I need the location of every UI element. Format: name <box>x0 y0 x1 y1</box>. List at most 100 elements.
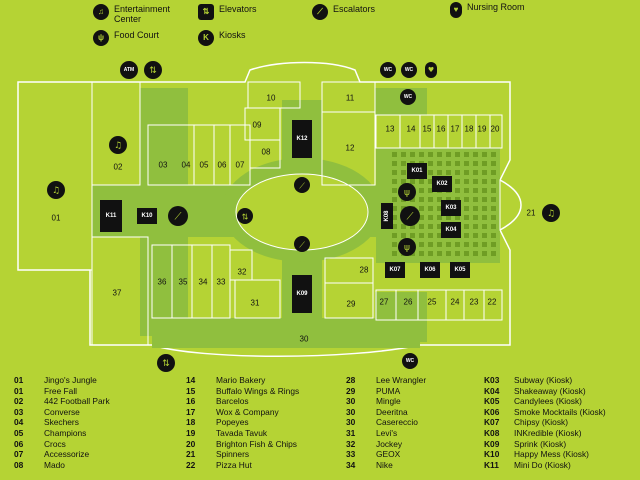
store-label-13[interactable]: 13 <box>386 125 395 134</box>
seat <box>419 224 424 229</box>
seat <box>473 251 478 256</box>
kiosk-k11[interactable] <box>100 200 122 232</box>
store-label-03[interactable]: 03 <box>159 161 168 170</box>
store-label-11[interactable]: 11 <box>346 94 355 103</box>
store-label-28[interactable]: 28 <box>360 266 369 275</box>
map-legend: ♫ Entertainment Center ⇅ Elevators ⟋ Esc… <box>0 0 640 55</box>
store-label-36[interactable]: 36 <box>158 278 167 287</box>
store-label-07[interactable]: 07 <box>236 161 245 170</box>
store-label-35[interactable]: 35 <box>179 278 188 287</box>
store-label-02[interactable]: 02 <box>114 163 123 172</box>
store-label-16[interactable]: 16 <box>437 125 446 134</box>
store-label-17[interactable]: 17 <box>451 125 460 134</box>
kiosk-k06[interactable] <box>420 262 440 278</box>
kiosk-k02[interactable] <box>432 176 452 192</box>
entertainment-center-icon <box>109 136 127 154</box>
kiosk-k05[interactable] <box>450 262 470 278</box>
seat <box>428 170 433 175</box>
seat <box>446 161 451 166</box>
seat <box>392 152 397 157</box>
seat <box>473 224 478 229</box>
store-label-22[interactable]: 22 <box>488 298 497 307</box>
kiosk-k03[interactable] <box>441 200 461 216</box>
store-label-30[interactable]: 30 <box>300 335 309 344</box>
store-label-18[interactable]: 18 <box>465 125 474 134</box>
kiosk-k07[interactable] <box>385 262 405 278</box>
store-name: Jingo's Jungle <box>44 375 97 385</box>
store-label-10[interactable]: 10 <box>267 94 276 103</box>
store-label-06[interactable]: 06 <box>218 161 227 170</box>
store-label-29[interactable]: 29 <box>347 300 356 309</box>
store-number: K05 <box>484 396 500 407</box>
store-label-26[interactable]: 26 <box>404 298 413 307</box>
store-label-08[interactable]: 08 <box>262 148 271 157</box>
store-label-12[interactable]: 12 <box>346 144 355 153</box>
kiosk-k04[interactable] <box>441 222 461 238</box>
store-label-25[interactable]: 25 <box>428 298 437 307</box>
store-label-09[interactable]: 09 <box>253 121 262 130</box>
kiosk-k12[interactable] <box>292 120 312 158</box>
kiosk-k08[interactable] <box>381 203 393 229</box>
kiosk-k10[interactable] <box>137 208 157 224</box>
store-label-24[interactable]: 24 <box>451 298 460 307</box>
store-label-34[interactable]: 34 <box>199 278 208 287</box>
kiosk-k09[interactable] <box>292 275 312 313</box>
store-label-19[interactable]: 19 <box>478 125 487 134</box>
store-label-33[interactable]: 33 <box>217 278 226 287</box>
store-label-32[interactable]: 32 <box>238 268 247 277</box>
seat <box>464 224 469 229</box>
store-label-31[interactable]: 31 <box>251 299 260 308</box>
store-label-20[interactable]: 20 <box>491 125 500 134</box>
store-label-15[interactable]: 15 <box>423 125 432 134</box>
store-label-04[interactable]: 04 <box>182 161 191 170</box>
store-label-37[interactable]: 37 <box>113 289 122 298</box>
store-label-05[interactable]: 05 <box>200 161 209 170</box>
seat <box>437 170 442 175</box>
store-label-01[interactable]: 01 <box>52 214 61 223</box>
kiosk-k01[interactable] <box>407 163 427 179</box>
store-label-21[interactable]: 21 <box>527 209 536 218</box>
store-label-23[interactable]: 23 <box>470 298 479 307</box>
seat <box>455 215 460 220</box>
legend-label: Kiosks <box>219 30 246 40</box>
store-unit-outlines <box>17 81 522 346</box>
store-label-27[interactable]: 27 <box>380 298 389 307</box>
store-label-14[interactable]: 14 <box>407 125 416 134</box>
